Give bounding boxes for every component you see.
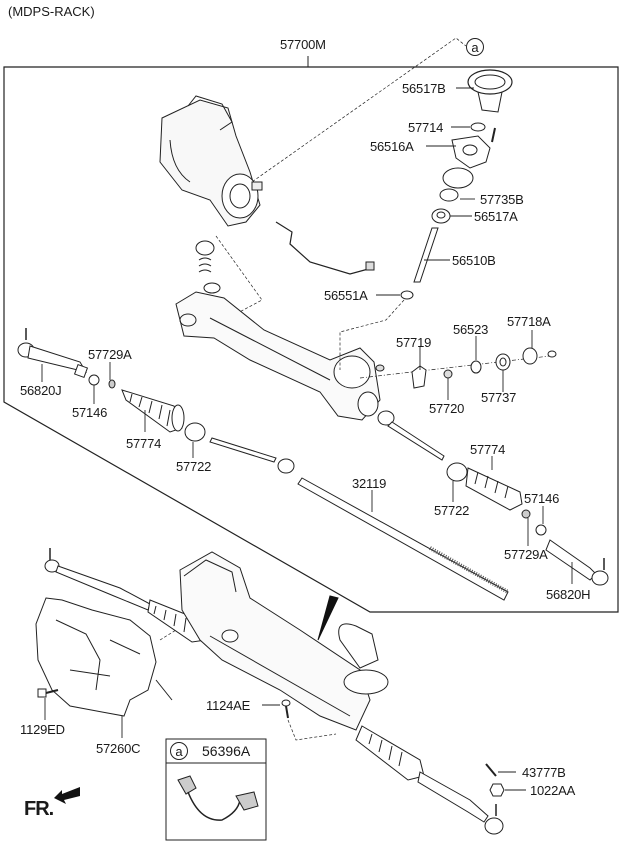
part-label-43777B[interactable]: 43777B — [522, 765, 566, 780]
ref-marker-a: a — [466, 38, 484, 56]
part-label-57722-right[interactable]: 57722 — [434, 503, 470, 518]
part-label-57729A-left[interactable]: 57729A — [88, 347, 132, 362]
assembly-boundary — [3, 66, 619, 613]
part-label-57719[interactable]: 57719 — [396, 335, 432, 350]
part-label-57737[interactable]: 57737 — [481, 390, 517, 405]
part-label-1129ED[interactable]: 1129ED — [20, 722, 65, 737]
part-label-57774-right[interactable]: 57774 — [470, 442, 506, 457]
castle-nut-illustration — [489, 783, 505, 797]
assembly-code-label[interactable]: 57700M — [280, 37, 326, 52]
part-label-57146-left[interactable]: 57146 — [72, 405, 108, 420]
bolt-1129ED-illustration — [37, 688, 59, 698]
part-label-57735B[interactable]: 57735B — [480, 192, 524, 207]
part-label-56820J[interactable]: 56820J — [20, 383, 62, 398]
cotter-pin-illustration — [485, 763, 497, 777]
part-label-57718A[interactable]: 57718A — [507, 314, 551, 329]
tie-rod-end-right-illustration — [545, 539, 609, 586]
diagram-title: (MDPS-RACK) — [8, 4, 95, 19]
front-arrow-icon — [54, 787, 80, 804]
part-label-56516A[interactable]: 56516A — [370, 139, 414, 154]
bolt-1124AE-illustration — [281, 699, 337, 741]
heat-shield-illustration — [35, 597, 177, 717]
part-label-56523[interactable]: 56523 — [453, 322, 489, 337]
part-label-57714[interactable]: 57714 — [408, 120, 444, 135]
ref-dashed-line — [231, 37, 467, 197]
part-label-1022AA[interactable]: 1022AA — [530, 783, 576, 798]
motor-unit-illustration — [159, 95, 263, 227]
front-indicator: FR. — [24, 798, 54, 820]
inner-tie-rod-left-illustration — [209, 437, 295, 474]
part-label-57260C[interactable]: 57260C — [96, 741, 141, 756]
inset-marker-a: a — [170, 742, 188, 760]
pinion-stack-illustration — [339, 69, 513, 370]
inset-part-code[interactable]: 56396A — [202, 743, 251, 759]
part-label-57729A-right[interactable]: 57729A — [504, 547, 548, 562]
pointer-wedge — [317, 595, 339, 641]
rack-housing-illustration — [175, 291, 381, 421]
part-label-56517A[interactable]: 56517A — [474, 209, 518, 224]
part-label-56517B[interactable]: 56517B — [402, 81, 446, 96]
leader-lines — [41, 87, 573, 791]
inset-box — [165, 738, 267, 841]
part-label-57722-left[interactable]: 57722 — [176, 459, 212, 474]
tie-rod-end-left-illustration — [17, 328, 116, 389]
part-label-56510B[interactable]: 56510B — [452, 253, 496, 268]
rack-yoke-parts-illustration — [359, 347, 557, 389]
part-label-1124AE[interactable]: 1124AE — [206, 698, 251, 713]
assembled-rack-illustration — [44, 548, 504, 835]
boot-left-illustration — [121, 389, 206, 442]
part-label-32119[interactable]: 32119 — [352, 476, 387, 491]
inner-tie-rod-right-illustration — [377, 410, 445, 461]
rack-bar-illustration — [297, 477, 509, 601]
part-label-56820H[interactable]: 56820H — [546, 587, 591, 602]
spring-cap-illustration — [195, 240, 221, 294]
part-label-57720[interactable]: 57720 — [429, 401, 465, 416]
part-label-57146-right[interactable]: 57146 — [524, 491, 560, 506]
boot-right-illustration — [446, 462, 547, 536]
part-label-57774-left[interactable]: 57774 — [126, 436, 162, 451]
part-label-56551A[interactable]: 56551A — [324, 288, 368, 303]
sensor-wire — [275, 221, 373, 275]
